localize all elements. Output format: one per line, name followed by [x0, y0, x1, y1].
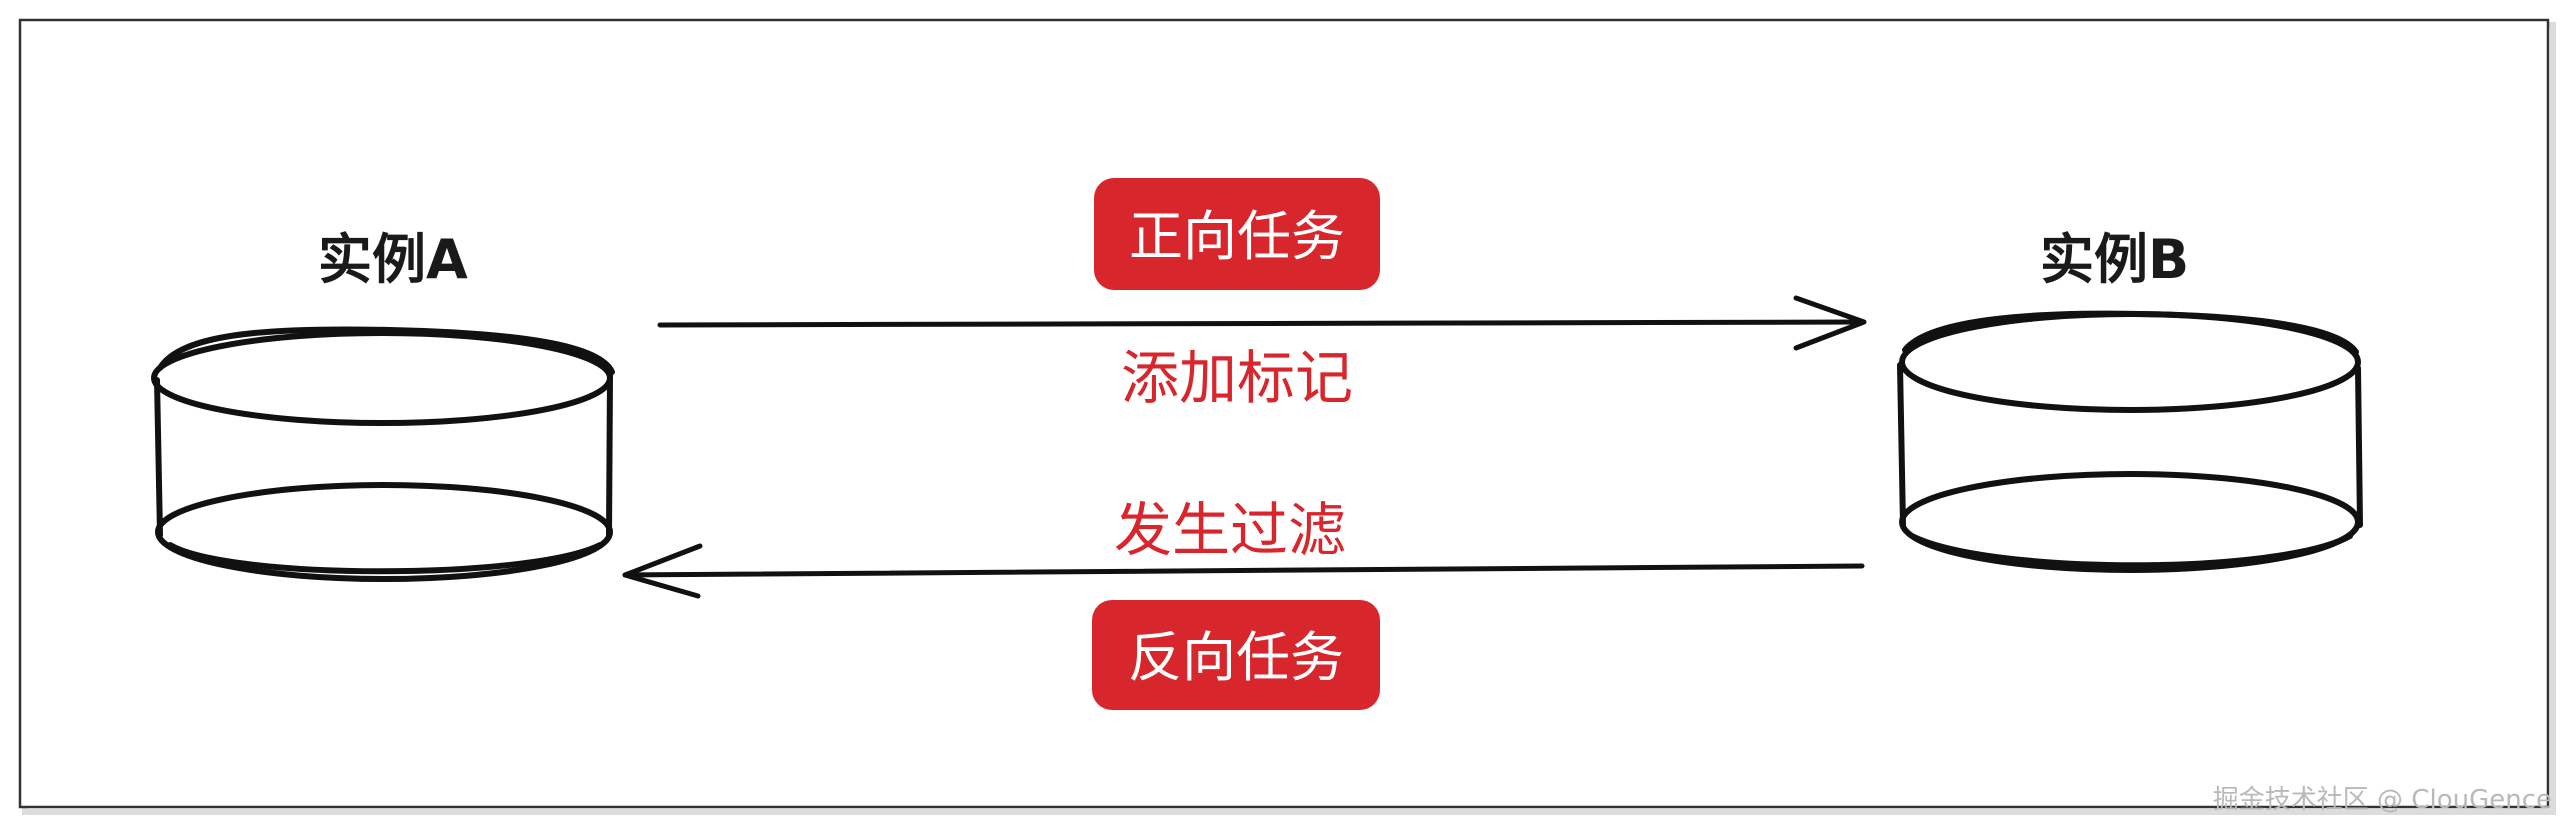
- database-b-icon: [1897, 310, 2363, 573]
- forward-task: 正向任务 添加标记: [657, 178, 1867, 412]
- instance-a-label: 实例A: [318, 228, 468, 291]
- reverse-badge-label: 反向任务: [1128, 626, 1344, 689]
- reverse-badge: [1092, 600, 1380, 710]
- instance-b-label: 实例B: [2040, 228, 2189, 291]
- forward-badge: [1094, 178, 1380, 290]
- reverse-note: 发生过滤: [1114, 496, 1346, 564]
- reverse-task: 发生过滤 反向任务: [622, 496, 1865, 710]
- database-a-icon: [151, 326, 615, 582]
- instance-a: 实例A: [151, 228, 615, 582]
- instance-b: 实例B: [1897, 228, 2363, 573]
- forward-arrow: [657, 295, 1867, 351]
- reverse-arrow: [622, 543, 1865, 599]
- forward-note: 添加标记: [1121, 344, 1353, 412]
- watermark: 掘金技术社区 @ ClouGence: [2213, 785, 2552, 815]
- forward-badge-label: 正向任务: [1129, 205, 1345, 268]
